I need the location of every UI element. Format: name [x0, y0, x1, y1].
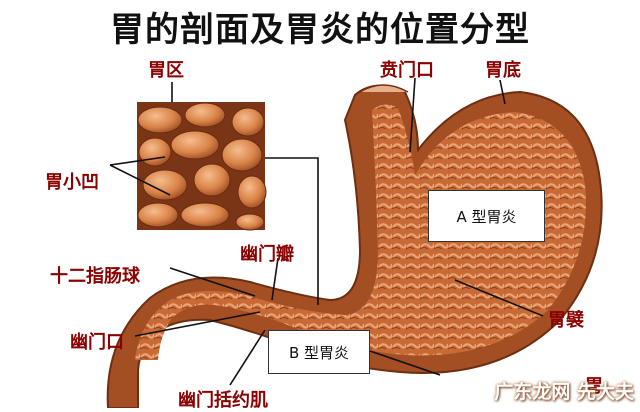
pyloric-valve-label: 幽门瓣: [240, 244, 294, 265]
fundus-label: 胃底: [485, 60, 521, 81]
pylorus-label: 幽门口: [70, 332, 124, 353]
pyloric-sphincter-label: 幽门括约肌: [178, 390, 268, 411]
duodenal-bulb-label: 十二指肠球: [50, 266, 140, 287]
cut-stomach-label: 胃: [585, 376, 603, 397]
watermark: 广东龙网 先大夫: [494, 381, 634, 403]
type-b-gastritis-box: B 型胃炎: [268, 330, 370, 374]
gastric-pits-inset: [137, 102, 267, 231]
gastric-folds-label: 胃襞: [548, 310, 584, 331]
cardia-label: 贲门口: [380, 60, 434, 81]
gastric-pits-label: 胃小凹: [45, 172, 99, 193]
stomach-region-label: 胃区: [148, 60, 184, 81]
type-a-gastritis-box: A 型胃炎: [428, 190, 545, 242]
diagram-title: 胃的剖面及胃炎的位置分型: [110, 10, 530, 50]
